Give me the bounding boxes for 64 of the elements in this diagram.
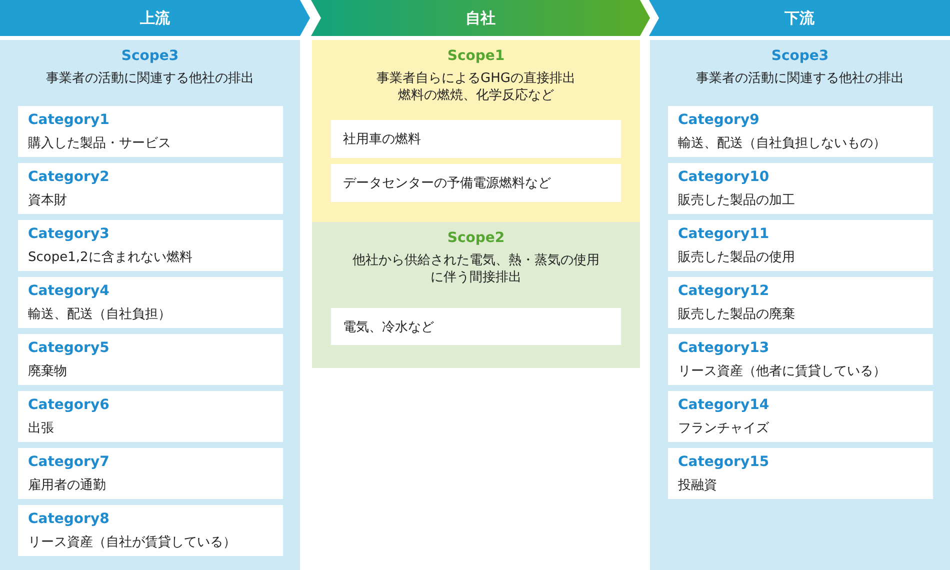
category-description: 輸送、配送（自社負担しないもの） <box>678 135 886 152</box>
scope-panel <box>312 40 640 222</box>
category-description: 購入した製品・サービス <box>28 135 171 152</box>
category-card <box>668 391 933 442</box>
category-title: Category11 <box>678 226 770 242</box>
category-description: 廃棄物 <box>28 363 67 380</box>
item-card: 社用車の燃料 <box>331 120 621 158</box>
category-card <box>18 106 283 157</box>
category-title: Category3 <box>28 226 110 242</box>
category-description: 販売した製品の加工 <box>678 192 795 209</box>
panel-description: 事業者の活動に関連する他社の排出 <box>696 70 904 87</box>
category-card <box>18 163 283 214</box>
category-card <box>668 334 933 385</box>
category-description: フランチャイズ <box>678 420 769 437</box>
category-description: 出張 <box>28 420 54 437</box>
category-description: 資本財 <box>28 192 67 209</box>
category-title: Category6 <box>28 397 110 413</box>
category-title: Category12 <box>678 283 770 299</box>
category-card <box>18 391 283 442</box>
scope-panel <box>312 222 640 368</box>
panel-description: 事業者の活動に関連する他社の排出 <box>46 70 254 87</box>
category-card <box>18 505 283 556</box>
category-card <box>18 334 283 385</box>
category-title: Category14 <box>678 397 770 413</box>
category-card <box>18 220 283 271</box>
category-description: リース資産（自社が賃貸している） <box>28 534 236 551</box>
category-title: Category5 <box>28 340 110 356</box>
category-description: リース資産（他者に賃貸している） <box>678 363 886 380</box>
category-card <box>668 163 933 214</box>
category-description: 雇用者の通勤 <box>28 477 106 494</box>
category-title: Category9 <box>678 112 760 128</box>
category-title: Category2 <box>28 169 110 185</box>
panel-description: 事業者自らによるGHGの直接排出 <box>376 70 576 87</box>
header-label: 上流 <box>140 8 170 28</box>
category-card <box>668 448 933 499</box>
header-label: 自社 <box>466 8 496 28</box>
panel-description: 燃料の燃焼、化学反応など <box>398 87 554 104</box>
category-title: Category1 <box>28 112 110 128</box>
category-title: Category8 <box>28 511 110 527</box>
category-description: 販売した製品の廃棄 <box>678 306 795 323</box>
category-title: Category13 <box>678 340 770 356</box>
item-card: データセンターの予備電源燃料など <box>331 164 621 202</box>
scope-panel <box>650 40 950 570</box>
category-title: Category15 <box>678 454 770 470</box>
scope-panel <box>0 40 300 570</box>
scope-title: Scope3 <box>771 48 829 64</box>
category-description: 投融資 <box>678 477 717 494</box>
category-card <box>668 106 933 157</box>
panel-description: 他社から供給された電気、熱・蒸気の使用に伴う間接排出 <box>352 252 600 286</box>
scope-title: Scope3 <box>121 48 179 64</box>
category-card <box>668 277 933 328</box>
category-card <box>668 220 933 271</box>
category-description: 輸送、配送（自社負担） <box>28 306 171 323</box>
category-title: Category4 <box>28 283 110 299</box>
category-title: Category7 <box>28 454 110 470</box>
item-card: 電気、冷水など <box>331 308 621 345</box>
category-title: Category10 <box>678 169 770 185</box>
header-label: 下流 <box>784 8 814 28</box>
category-description: 販売した製品の使用 <box>678 249 795 266</box>
scope-title: Scope2 <box>447 230 505 246</box>
scope-title: Scope1 <box>447 48 505 64</box>
category-card <box>18 277 283 328</box>
category-card <box>18 448 283 499</box>
category-description: Scope1,2に含まれない燃料 <box>28 249 192 266</box>
